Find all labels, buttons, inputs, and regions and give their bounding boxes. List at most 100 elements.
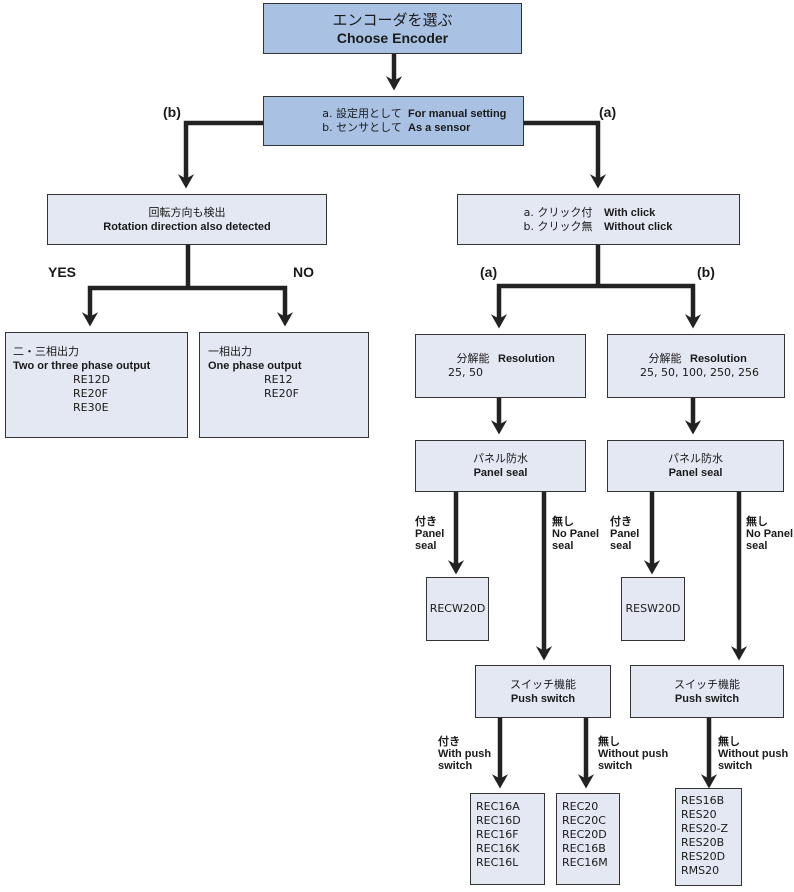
no-label: NO — [293, 264, 314, 280]
push-b-without-label: 無し Without push switch — [718, 736, 788, 772]
model-rec16m: REC16M — [562, 856, 608, 869]
two-three-phase-model-2: RE20F — [73, 387, 108, 400]
branch-label-click-b: (b) — [697, 264, 715, 280]
seal-a-with-en1: Panel — [415, 528, 445, 540]
seal-a-without-en1: No Panel — [552, 528, 600, 540]
panel-seal-a-jp: パネル防水 — [473, 452, 528, 465]
rotation-jp: 回転方向も検出 — [148, 205, 226, 219]
model-rms20: RMS20 — [681, 864, 720, 877]
panel-seal-b-jp: パネル防水 — [668, 452, 723, 465]
purpose-option-a: a. 設定用として For manual setting — [316, 107, 506, 121]
push-switch-a-en: Push switch — [510, 692, 576, 705]
click-a-jp: a. クリック付 — [523, 205, 593, 219]
push-switch-a-box: スイッチ機能 Push switch — [475, 665, 611, 718]
connector-click-b — [598, 283, 702, 329]
model-rec20: REC20 — [562, 800, 599, 813]
connector-click-a — [490, 283, 598, 329]
one-phase-jp: 一相出力 — [208, 345, 252, 358]
resolution-a-heading: 分解能 Resolution — [448, 352, 555, 366]
model-res20d: RES20D — [681, 850, 726, 863]
rotation-en: Rotation direction also detected — [103, 220, 271, 233]
resolution-a-en: Resolution — [498, 353, 555, 365]
push-a-with-label: 付き With push switch — [438, 736, 491, 772]
seal-a-without-en2: seal — [552, 540, 574, 552]
model-res20b: RES20B — [681, 836, 725, 849]
resolution-b-en: Resolution — [690, 353, 747, 365]
branch-label-click-a: (a) — [480, 264, 498, 280]
seal-b-without-label: 無し No Panel seal — [746, 516, 793, 552]
model-rec20c: REC20C — [562, 814, 606, 827]
push-b-without-en1: Without push — [718, 748, 789, 760]
push-switch-a-jp: スイッチ機能 — [510, 677, 576, 691]
branch-label-purpose-b: (b) — [163, 104, 181, 120]
push-a-without-jp: 無し — [598, 736, 620, 748]
models-push-with-box: REC16A REC16D REC16F REC16K REC16L — [470, 793, 545, 885]
click-option-b: b. クリック無 Without click — [512, 219, 673, 234]
push-a-without-label: 無し Without push switch — [598, 736, 668, 772]
model-rec16b: REC16B — [562, 842, 606, 855]
seal-a-with-label: 付き Panel seal — [415, 516, 444, 552]
model-rec20d: REC20D — [562, 828, 607, 841]
seal-a-without-label: 無し No Panel seal — [552, 516, 599, 552]
resolution-a-box: 分解能 Resolution 25, 50 — [415, 334, 586, 398]
root-title-en: Choose Encoder — [336, 29, 449, 46]
seal-a-without-jp: 無し — [552, 516, 574, 528]
seal-b-without-en1: No Panel — [746, 528, 794, 540]
yes-label: YES — [48, 264, 77, 280]
model-rec16d: REC16D — [476, 814, 521, 827]
models-push-without-box: REC20 REC20C REC20D REC16B REC16M — [556, 793, 620, 885]
push-switch-b-box: スイッチ機能 Push switch — [630, 665, 784, 718]
panel-seal-a-en: Panel seal — [473, 467, 528, 479]
resolution-b-values: 25, 50, 100, 250, 256 — [640, 366, 759, 379]
push-switch-b-en: Push switch — [674, 692, 740, 705]
connector-purpose-a — [524, 120, 607, 189]
two-three-phase-model-3: RE30E — [73, 401, 109, 414]
seal-a-with-jp: 付き — [415, 516, 437, 528]
recw20d-box: RECW20D — [426, 577, 489, 641]
connector-rotation-yes — [81, 285, 188, 327]
one-phase-box: 一相出力 One phase output RE12 RE20F — [199, 332, 369, 438]
purpose-a-jp: a. 設定用として — [322, 107, 402, 120]
resw20d-model: RESW20D — [625, 602, 681, 615]
click-option-a: a. クリック付 With click — [512, 205, 656, 220]
seal-b-with-en2: seal — [610, 540, 632, 552]
connector-rotation-no — [188, 285, 294, 327]
models-b-without-box: RES16B RES20 RES20-Z RES20B RES20D RMS20 — [675, 788, 742, 886]
one-phase-model-1: RE12 — [264, 373, 293, 386]
click-b-jp: b. クリック無 — [523, 219, 593, 233]
model-res20: RES20 — [681, 808, 717, 821]
one-phase-model-2: RE20F — [264, 387, 299, 400]
click-box: a. クリック付 With click b. クリック無 Without click — [457, 194, 740, 245]
click-a-en: With click — [604, 206, 656, 219]
rotation-direction-box: 回転方向も検出 Rotation direction also detected — [47, 194, 327, 245]
push-b-without-en2: switch — [718, 760, 753, 772]
recw20d-model: RECW20D — [429, 602, 486, 615]
choose-encoder-box: エンコーダを選ぶ Choose Encoder — [263, 3, 522, 54]
model-rec16k: REC16K — [476, 842, 520, 855]
seal-b-with-en1: Panel — [610, 528, 640, 540]
click-b-en: Without click — [604, 220, 673, 233]
resolution-a-values: 25, 50 — [448, 366, 483, 379]
one-phase-en: One phase output — [208, 360, 302, 372]
two-three-phase-box: 二・三相出力 Two or three phase output RE12D R… — [5, 332, 188, 438]
push-a-with-en1: With push — [438, 748, 492, 760]
seal-b-without-jp: 無し — [746, 516, 768, 528]
connector-purpose-b — [177, 120, 263, 189]
model-res20-z: RES20-Z — [681, 822, 729, 835]
seal-b-without-en2: seal — [746, 540, 768, 552]
push-a-with-en2: switch — [438, 760, 473, 772]
seal-a-with-en2: seal — [415, 540, 437, 552]
root-title-jp: エンコーダを選ぶ — [332, 10, 453, 29]
push-b-without-jp: 無し — [718, 736, 740, 748]
resolution-a-jp: 分解能 — [456, 352, 490, 365]
resw20d-box: RESW20D — [621, 577, 685, 641]
two-three-phase-jp: 二・三相出力 — [13, 345, 79, 358]
model-rec16l: REC16L — [476, 856, 519, 869]
seal-b-with-label: 付き Panel seal — [610, 516, 639, 552]
purpose-a-en: For manual setting — [408, 108, 507, 120]
